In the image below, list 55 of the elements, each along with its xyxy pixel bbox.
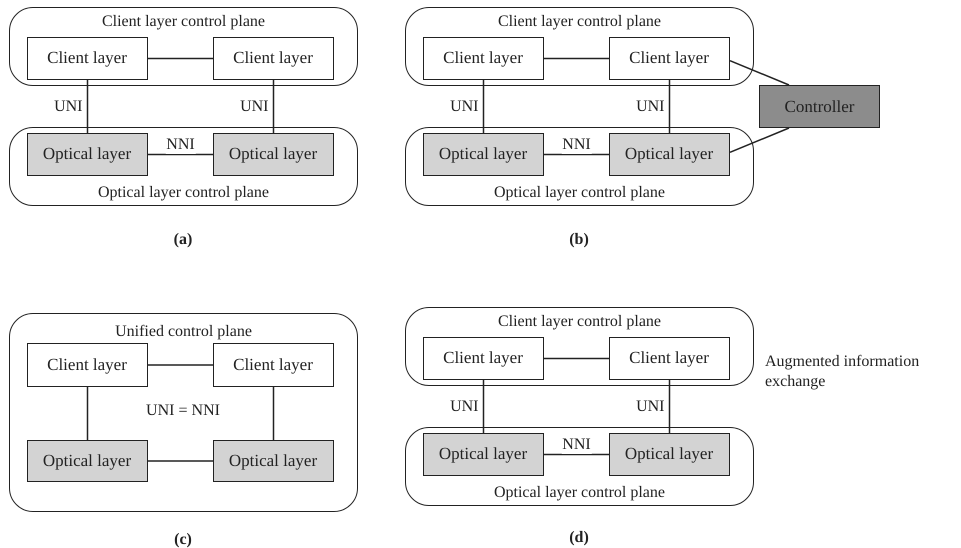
optical-layer-box: Optical layer (608, 132, 730, 176)
connector-line (148, 460, 213, 462)
connector-line (272, 387, 274, 440)
plane-title: Optical layer control plane (96, 183, 270, 203)
connector-line (148, 364, 213, 366)
connector-line (86, 387, 88, 440)
optical-layer-box: Optical layer (26, 132, 148, 176)
optical-layer-box: Optical layer (212, 440, 334, 482)
client-layer-box: Client layer (608, 336, 730, 380)
connector-line (544, 454, 609, 456)
controller-box: Controller (759, 85, 880, 128)
control-plane-container (9, 313, 358, 512)
control-plane-container (405, 307, 754, 386)
connector-line (730, 60, 790, 86)
connector-line (86, 80, 88, 133)
panel-caption: (c) (174, 530, 192, 548)
client-layer-box: Client layer (26, 36, 148, 80)
control-plane-container (9, 127, 358, 206)
connector-line (148, 154, 213, 156)
connector-line (148, 58, 213, 60)
client-layer-box: Client layer (422, 36, 544, 80)
connector-line (668, 80, 670, 133)
control-plane-container (405, 427, 754, 506)
connector-line (272, 80, 274, 133)
client-layer-box: Client layer (422, 336, 544, 380)
client-layer-box: Client layer (212, 342, 334, 386)
panel-caption: (d) (569, 528, 589, 548)
connector-line (544, 154, 609, 156)
optical-layer-box: Optical layer (422, 132, 544, 176)
optical-layer-box: Optical layer (212, 132, 334, 176)
connector-line (668, 380, 670, 433)
panel-caption: (b) (569, 230, 589, 250)
plane-title: Optical layer control plane (492, 483, 666, 503)
plane-title: Client layer control plane (496, 12, 662, 32)
optical-layer-box: Optical layer (26, 440, 148, 482)
annotation-text: UNI = NNI (146, 401, 220, 421)
control-plane-container (405, 127, 754, 206)
client-layer-box: Client layer (212, 36, 334, 80)
connector-line (544, 358, 609, 360)
optical-layer-box: Optical layer (422, 432, 544, 476)
plane-title: Client layer control plane (100, 12, 266, 32)
client-layer-box: Client layer (26, 342, 148, 386)
control-plane-container (405, 7, 754, 86)
annotation-text: Augmented information exchange (765, 352, 920, 392)
connector-line (544, 58, 609, 60)
connector-line (730, 127, 790, 154)
optical-layer-box: Optical layer (608, 432, 730, 476)
connector-line (482, 80, 484, 133)
plane-title: Client layer control plane (496, 312, 662, 332)
control-plane-container (9, 7, 358, 86)
plane-title: Optical layer control plane (492, 183, 666, 203)
panel-caption: (a) (174, 230, 192, 250)
connector-line (482, 380, 484, 433)
plane-title: Unified control plane (114, 322, 253, 342)
client-layer-box: Client layer (608, 36, 730, 80)
